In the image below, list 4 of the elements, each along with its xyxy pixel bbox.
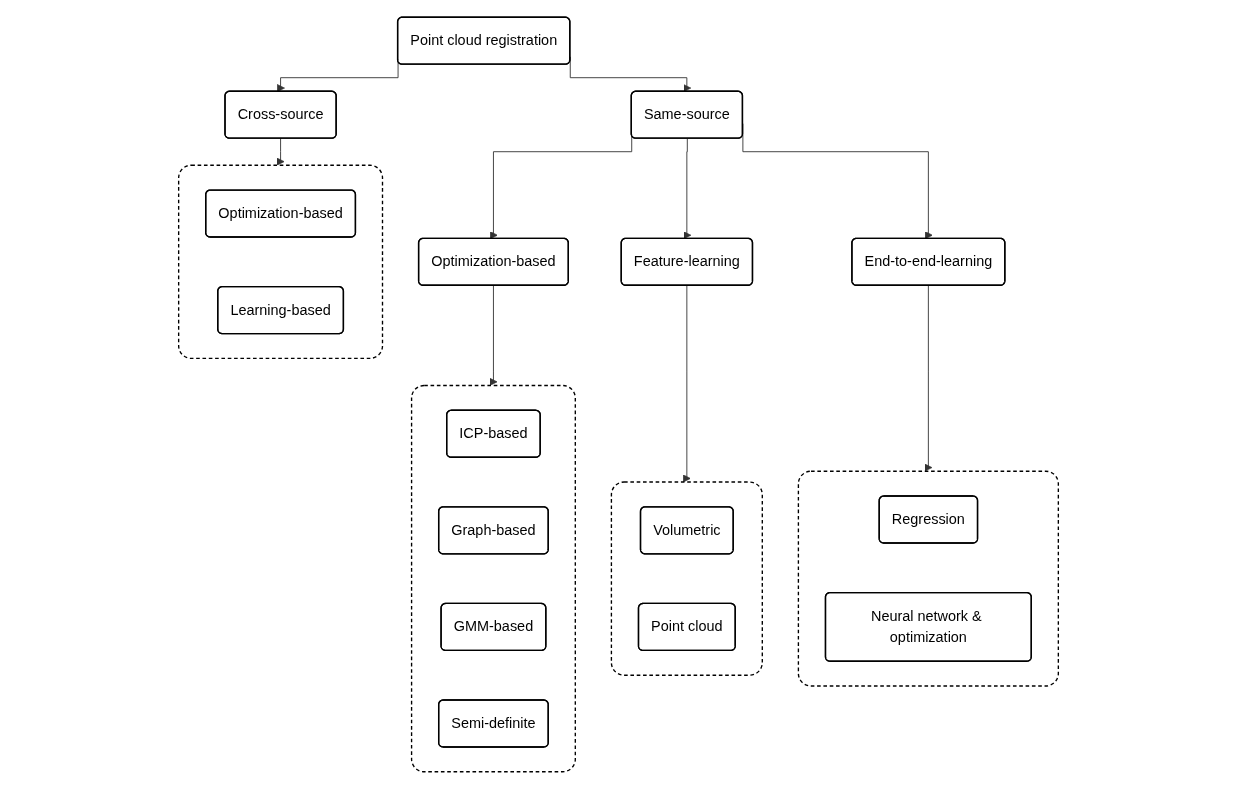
cluster [178,164,384,360]
cluster [797,470,1059,687]
cluster [410,384,576,773]
cluster [610,481,763,676]
